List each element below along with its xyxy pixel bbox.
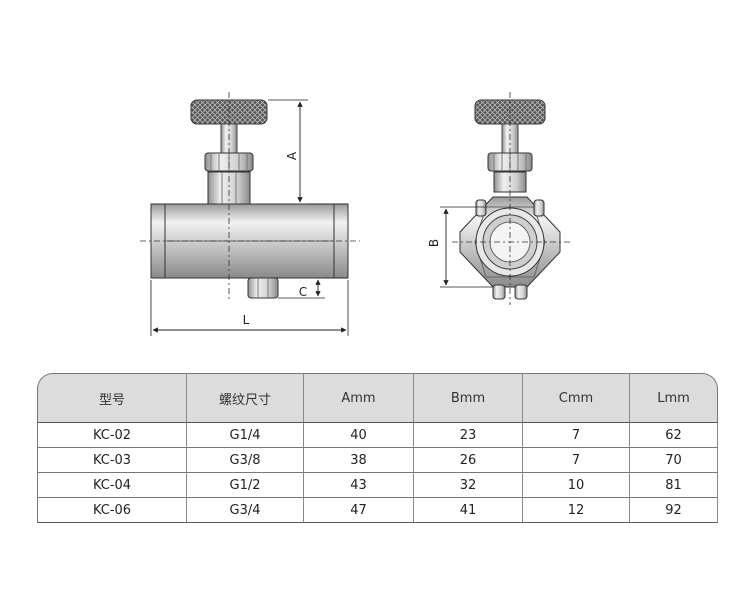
dimension-b-label: B [427,239,441,247]
cell-model: KC-06 [37,498,187,523]
cell-thread: G3/8 [187,448,304,473]
dimension-l-label: L [243,313,250,327]
cell-c: 12 [523,498,630,523]
front-view [452,92,572,305]
cell-a: 43 [304,473,414,498]
table-row: KC-06 G3/4 47 41 12 92 [37,498,718,523]
cell-b: 23 [414,423,523,448]
table-row: KC-02 G1/4 40 23 7 62 [37,423,718,448]
cell-thread: G1/4 [187,423,304,448]
header-c-mm: Cmm [523,373,630,423]
cell-c: 7 [523,448,630,473]
cell-l: 70 [630,448,718,473]
bottom-screw [247,277,279,299]
header-b-mm: Bmm [414,373,523,423]
cell-c: 7 [523,423,630,448]
cell-model: KC-03 [37,448,187,473]
header-thread-size: 螺纹尺寸 [187,373,304,423]
dimension-l: L [150,280,349,336]
header-model: 型号 [37,373,187,423]
table-header-row: 型号 螺纹尺寸 Amm Bmm Cmm Lmm [37,373,718,423]
table-row: KC-04 G1/2 43 32 10 81 [37,473,718,498]
cell-b: 26 [414,448,523,473]
cell-thread: G3/4 [187,498,304,523]
cell-a: 47 [304,498,414,523]
cell-l: 62 [630,423,718,448]
dimension-c: C [278,277,348,299]
dimension-b: B [427,206,493,288]
dimension-a: A [268,99,348,205]
side-view [140,92,360,300]
header-l-mm: Lmm [630,373,718,423]
cell-l: 81 [630,473,718,498]
dimension-c-label: C [299,285,307,299]
cell-l: 92 [630,498,718,523]
cell-model: KC-02 [37,423,187,448]
dimension-a-label: A [285,151,299,160]
cell-a: 40 [304,423,414,448]
table-row: KC-03 G3/8 38 26 7 70 [37,448,718,473]
cell-b: 32 [414,473,523,498]
cell-model: KC-04 [37,473,187,498]
cell-thread: G1/2 [187,473,304,498]
header-a-mm: Amm [304,373,414,423]
cell-c: 10 [523,473,630,498]
cell-a: 38 [304,448,414,473]
technical-drawing: A C L [140,92,572,336]
cell-b: 41 [414,498,523,523]
spec-table: 型号 螺纹尺寸 Amm Bmm Cmm Lmm KC-02 G1/4 40 23… [37,373,718,523]
